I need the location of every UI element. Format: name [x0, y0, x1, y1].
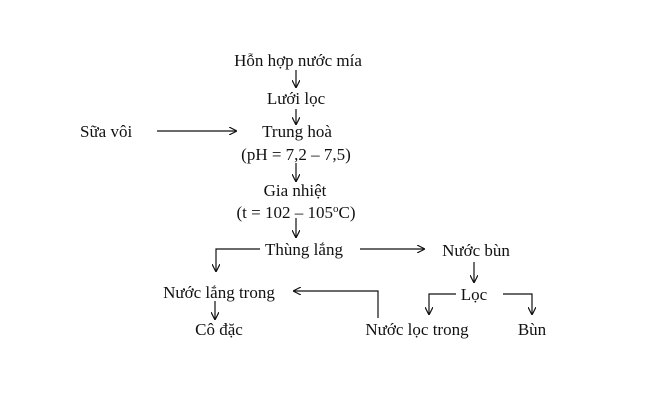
temp-prefix: (t = 102 – 105 — [236, 203, 333, 222]
node-heat: Gia nhiệt — [263, 181, 327, 200]
node-lime: Sữa vôi — [80, 122, 133, 141]
node-mud-water: Nước bùn — [442, 241, 510, 260]
degree-mark: o — [332, 203, 339, 215]
arrow-tank-to-clear-water — [216, 248, 260, 271]
node-mud: Bùn — [517, 320, 547, 339]
node-filter: Lọc — [460, 285, 488, 304]
arrow-filter-to-mud — [503, 293, 532, 314]
node-neutralize: Trung hoà — [262, 122, 332, 141]
arrow-filter-to-filtrate — [429, 293, 456, 314]
node-sieve: Lưới lọc — [266, 89, 326, 108]
node-mix: Hỗn hợp nước mía — [234, 51, 362, 70]
node-clear-water: Nước lắng trong — [163, 283, 275, 302]
arrow-filtrate-to-clear-water — [294, 291, 379, 318]
node-filtrate: Nước lọc trong — [365, 320, 469, 339]
node-temp: (t = 102 – 105oC) — [236, 203, 356, 222]
temp-suffix: C) — [338, 203, 356, 222]
node-ph: (pH = 7,2 – 7,5) — [241, 145, 351, 164]
node-concentrate: Cô đặc — [195, 320, 243, 339]
node-tank: Thùng lắng — [265, 240, 343, 259]
